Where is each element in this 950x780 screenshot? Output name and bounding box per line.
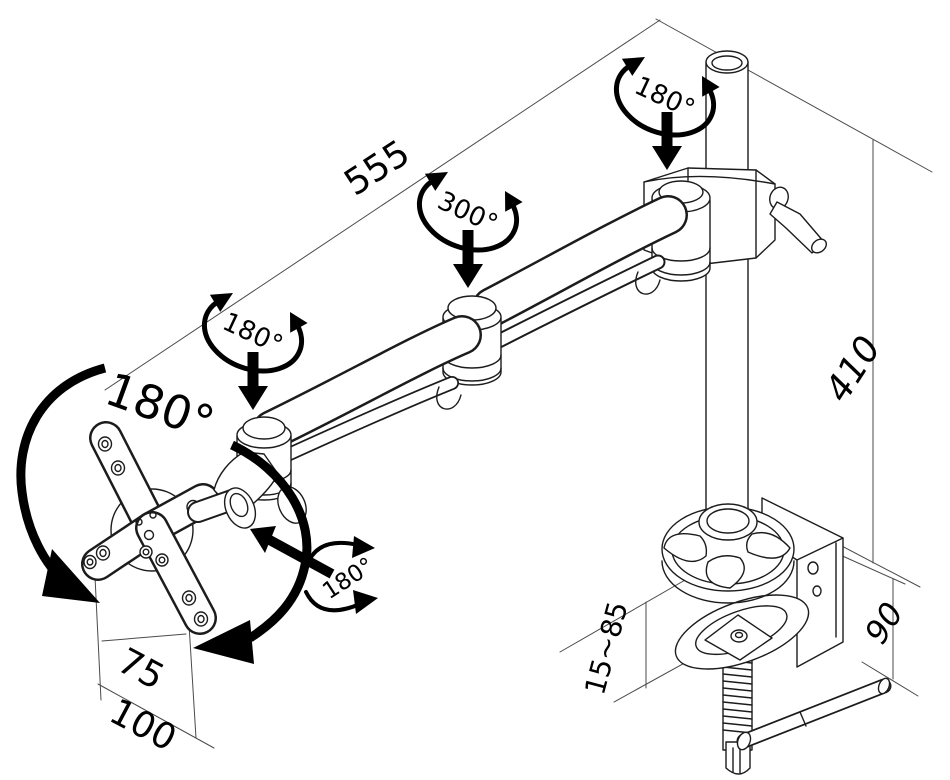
desk-thickness-top-extension bbox=[559, 567, 707, 653]
dimension-label-clamp-height: 90 bbox=[857, 596, 911, 651]
dimension-label-vesa-100: 100 bbox=[103, 691, 183, 759]
labels: 555 410 90 15~85 75 100 180° 180° 300° 1… bbox=[99, 71, 911, 760]
pole bbox=[705, 50, 749, 529]
bracket-hole bbox=[812, 585, 822, 597]
dimension-label-pole-height: 410 bbox=[818, 329, 890, 409]
down-arrow-icon bbox=[453, 230, 483, 288]
cable-clip bbox=[436, 386, 462, 410]
disc-thickness bbox=[661, 560, 795, 604]
down-arrow-icon bbox=[238, 352, 268, 410]
rear-arm-link bbox=[469, 195, 688, 360]
bracket-hole bbox=[807, 561, 819, 575]
front-joint-cap bbox=[242, 416, 286, 440]
collar-lever bbox=[769, 186, 828, 254]
dimension-label-desk-thickness: 15~85 bbox=[578, 598, 634, 698]
front-arm-link bbox=[252, 315, 482, 469]
base-disc bbox=[661, 503, 795, 604]
dimension-label-arm-reach: 555 bbox=[337, 133, 417, 205]
desk-clamp bbox=[674, 497, 892, 775]
clamp-bottom-extension bbox=[861, 661, 919, 697]
cable-clip bbox=[635, 271, 661, 295]
clamp-screw bbox=[722, 649, 753, 775]
clamp-pad bbox=[674, 594, 810, 670]
motion-arrows bbox=[16, 57, 720, 664]
disc-petal bbox=[745, 531, 791, 559]
disc-petal bbox=[705, 555, 745, 589]
vesa-plate bbox=[81, 421, 220, 635]
clamp-top-extension bbox=[837, 553, 906, 585]
desk-edge-line bbox=[655, 18, 933, 173]
vesa-screw-holes bbox=[83, 436, 209, 627]
down-arrow-icon bbox=[652, 112, 682, 170]
vesa-100-line bbox=[97, 683, 215, 749]
clamp-handle bbox=[736, 677, 892, 751]
tilt-arrow-icon bbox=[250, 526, 378, 614]
disc-petal bbox=[663, 533, 708, 563]
dimension-label-vesa-75: 75 bbox=[111, 641, 171, 699]
dimension-line-555 bbox=[104, 19, 661, 391]
vesa-75-line bbox=[101, 633, 187, 642]
